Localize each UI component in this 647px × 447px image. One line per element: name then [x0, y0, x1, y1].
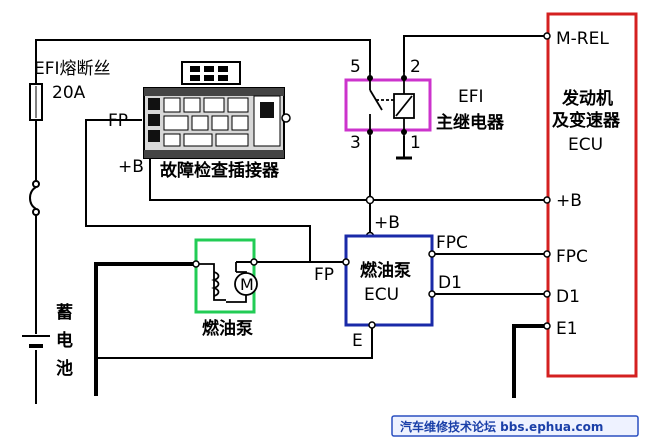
switch-contact-top	[32, 180, 40, 188]
ecu-terminal-fpc	[543, 250, 551, 258]
efi-main-relay: 5 2 3 1 EFI 主继电器	[344, 57, 505, 160]
pump-ecu-terminal-fpc	[428, 250, 436, 258]
pump-terminal-right	[250, 258, 258, 266]
ecu-pin-e1: E1	[556, 319, 578, 339]
ecu-terminal-d1	[543, 290, 551, 298]
connector-label: 故障检查插接器	[160, 160, 280, 181]
battery-label-2: 电	[56, 330, 73, 351]
relay-name-line1: EFI	[458, 87, 484, 107]
pump-ecu-title-1: 燃油泵	[360, 260, 411, 281]
wire-pump-ground	[94, 262, 196, 396]
ground-lines	[94, 262, 550, 398]
fuse-rating: 20A	[52, 83, 86, 103]
relay-pin-5: 5	[350, 57, 361, 77]
wire-b-bus	[149, 194, 547, 201]
ecu-pin-fpc: FPC	[556, 247, 588, 267]
connector-pin-b: +B	[118, 157, 144, 177]
wire-e1-thick	[512, 324, 550, 398]
pump-ecu-terminal-d1	[428, 290, 436, 298]
ignition-switch	[29, 180, 40, 216]
pump-ecu-pin-d1: D1	[438, 273, 462, 293]
pump-ecu-pin-b: +B	[374, 213, 400, 233]
pump-ecu-box	[344, 234, 434, 327]
fuse: EFI熔断丝 20A	[29, 59, 111, 121]
relay-terminal-5	[367, 75, 373, 81]
switch-contact-bottom	[32, 208, 40, 216]
engine-ecu-box	[546, 12, 638, 378]
relay-pin-1: 1	[410, 133, 421, 153]
relay-pin-3: 3	[350, 133, 361, 153]
engine-ecu: M-REL 发动机 及变速器 ECU +B FPC D1 E1	[543, 12, 638, 378]
relay-terminal-2	[401, 75, 407, 81]
ecu-title-1: 发动机	[561, 88, 613, 109]
ecu-terminal-b	[543, 196, 551, 204]
relay-terminal-1	[401, 129, 407, 135]
ecu-pin-b: +B	[556, 191, 582, 211]
pump-ecu-terminal-fp	[342, 258, 350, 266]
watermark: 汽车维修技术论坛 bbs.ephua.com	[391, 415, 639, 437]
fuse-label: EFI熔断丝	[34, 59, 111, 79]
watermark-text: 汽车维修技术论坛 bbs.ephua.com	[400, 419, 603, 434]
pump-terminal-left	[192, 260, 200, 268]
pump-ecu-title-2: ECU	[364, 285, 399, 305]
relay-coil-icon	[369, 72, 415, 136]
diagnostic-connector: FP +B 故障检查插接器	[108, 61, 291, 194]
relay-pin-2: 2	[410, 57, 421, 77]
wire-relay2-mrel	[403, 35, 547, 72]
wire-e1-ground	[513, 325, 547, 398]
wire-top-bus	[35, 39, 371, 84]
switch-lever	[29, 186, 37, 210]
relay-box	[344, 78, 432, 132]
battery: 蓄 电 池	[22, 302, 73, 379]
ecu-terminal-mrel	[543, 32, 551, 40]
battery-label-1: 蓄	[56, 302, 73, 323]
pump-ecu-pin-e: E	[352, 331, 363, 351]
relay-name-line2: 主继电器	[436, 112, 505, 133]
connector-pin-fp: FP	[108, 111, 128, 131]
battery-label-3: 池	[56, 358, 73, 379]
fuel-pump: M 燃油泵	[192, 238, 258, 339]
watermark-box	[391, 415, 639, 437]
pump-ecu-terminal-e	[368, 321, 376, 329]
ecu-title-2: 及变速器	[552, 110, 621, 131]
fuel-pump-ecu: 燃油泵 ECU +B FPC D1 FP E	[314, 213, 468, 351]
motor-symbol: M	[240, 275, 254, 294]
ecu-terminal-e1	[543, 322, 551, 330]
junction-b-bus	[365, 195, 375, 205]
relay-terminal-3	[367, 129, 373, 135]
wire-pump-ecu-ground	[96, 325, 373, 359]
diagnostic-connector-icon	[143, 61, 291, 194]
ecu-pin-d1: D1	[556, 287, 580, 307]
pump-label: 燃油泵	[202, 318, 253, 339]
battery-icon	[22, 335, 50, 348]
ecu-title-3: ECU	[568, 135, 603, 155]
ecu-pin-mrel: M-REL	[556, 29, 609, 49]
pump-ecu-pin-fp: FP	[314, 265, 334, 285]
motor-icon	[196, 262, 258, 303]
pump-ecu-pin-fpc: FPC	[436, 233, 468, 253]
